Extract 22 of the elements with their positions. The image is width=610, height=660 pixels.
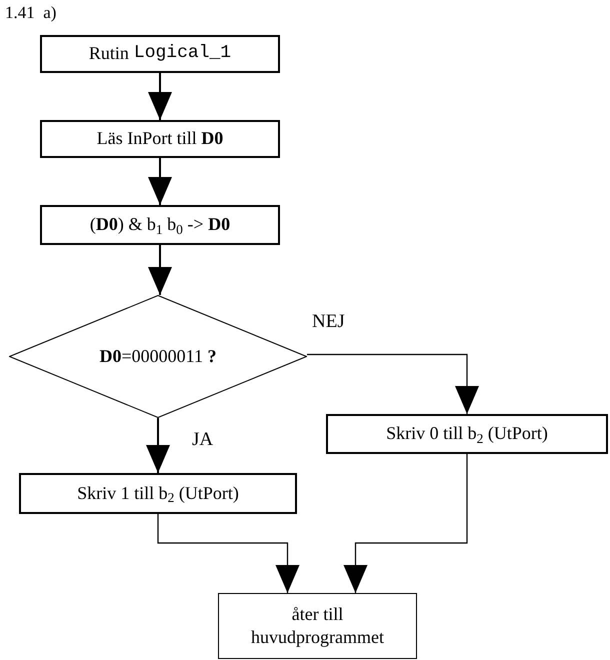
node-text: D0=00000011 ? <box>100 346 216 366</box>
arrow <box>157 514 300 593</box>
node-text: Rutin <box>88 42 129 66</box>
node-text: Skriv 0 till b$_{2}$ (UtPort) <box>386 422 548 446</box>
arrow <box>344 454 468 593</box>
node-text: åter till huvudprogrammet <box>250 602 385 649</box>
process-box <box>40 120 280 158</box>
figure-title: 1.41 a) <box>5 2 56 24</box>
arrow <box>148 245 172 295</box>
process-box <box>218 593 417 659</box>
arrow <box>307 354 479 414</box>
arrow <box>148 73 172 120</box>
process-box <box>40 35 280 73</box>
node-text: (D0) & b$_{1}$ b$_{0}$ -> D0 <box>90 213 230 237</box>
code-text: Logical_1 <box>134 42 232 66</box>
process-box <box>40 205 280 245</box>
arrow <box>146 418 170 473</box>
process-box <box>326 414 608 454</box>
process-box <box>19 473 297 514</box>
node-text: Skriv 1 till b$_{2}$ (UtPort) <box>77 482 239 506</box>
node-text: Läs InPort till D0 <box>96 127 224 150</box>
arrow <box>148 158 172 205</box>
